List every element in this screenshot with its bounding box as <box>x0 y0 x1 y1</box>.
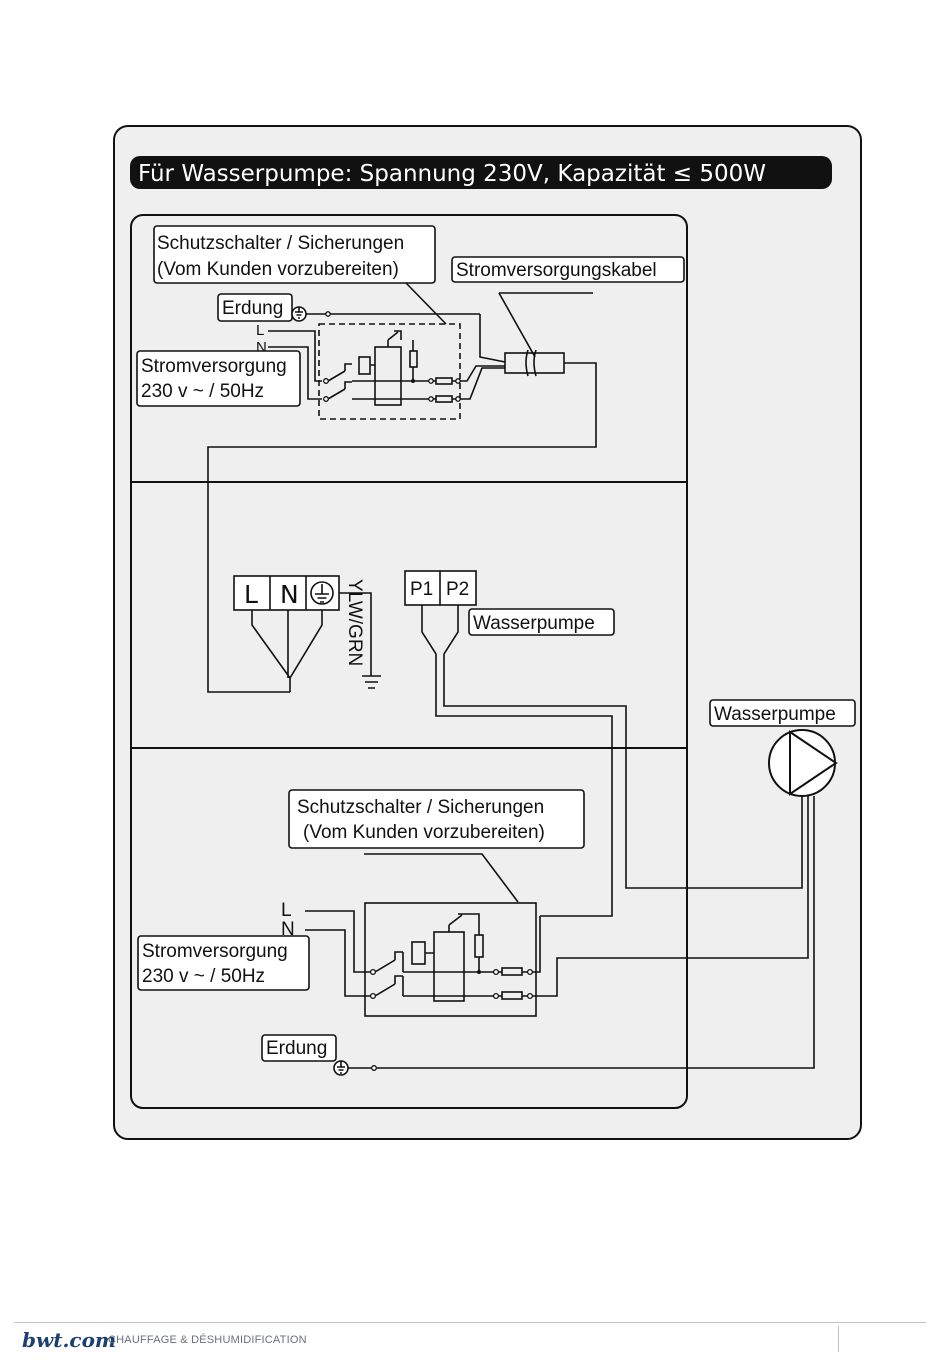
top-supply-line2: 230 v ~ / 50Hz <box>141 381 264 402</box>
bottom-l-label: L <box>281 900 292 921</box>
ground-wire-label: YLW/GRN <box>344 579 365 666</box>
cable-label: Stromversorgungskabel <box>456 260 657 281</box>
top-breaker-enclosure <box>318 323 461 420</box>
bottom-supply-line1: Stromversorgung <box>142 941 288 962</box>
top-breaker-box <box>153 225 436 284</box>
bottom-breaker-line1: Schutzschalter / Sicherungen <box>297 797 544 818</box>
bottom-ground-label-box <box>261 1034 337 1062</box>
top-l-label: L <box>256 322 264 339</box>
bottom-n-label: N <box>281 919 295 940</box>
right-pump-label: Wasserpumpe <box>714 704 836 725</box>
bottom-breaker-box <box>288 789 585 849</box>
bottom-breaker-line2: (Vom Kunden vorzubereiten) <box>303 822 545 843</box>
bottom-supply-line2: 230 v ~ / 50Hz <box>142 966 265 987</box>
top-breaker-line2: (Vom Kunden vorzubereiten) <box>157 259 399 280</box>
footer-tagline: CHAUFFAGE & DÉSHUMIDIFICATION <box>108 1334 307 1346</box>
cable-label-box <box>451 256 685 283</box>
middle-pump-label: Wasserpumpe <box>473 613 595 634</box>
terminal-p2-label: P2 <box>446 579 469 600</box>
footer-separator <box>838 1326 839 1352</box>
terminal-p1-label: P1 <box>410 579 433 600</box>
top-supply-box <box>136 350 301 407</box>
bwt-logo: bwt.com <box>22 1328 117 1352</box>
bottom-supply-box <box>137 935 310 991</box>
middle-pump-label-box <box>468 608 615 636</box>
inner-panel <box>130 214 688 1109</box>
top-breaker-line1: Schutzschalter / Sicherungen <box>157 233 404 254</box>
top-section: Schutzschalter / Sicherungen (Vom Kunden… <box>136 225 685 693</box>
top-n-label: N <box>256 339 267 356</box>
right-pump-label-box <box>709 699 856 727</box>
footer-rule <box>14 1322 926 1323</box>
page-footer: bwt.com CHAUFFAGE & DÉSHUMIDIFICATION <box>0 1318 950 1370</box>
top-supply-line1: Stromversorgung <box>141 356 287 377</box>
top-ground-label: Erdung <box>222 298 283 319</box>
terminal-l-label: L <box>244 580 258 609</box>
bottom-ground-label: Erdung <box>266 1038 327 1059</box>
bottom-section: Schutzschalter / Sicherungen (Vom Kunden… <box>137 789 585 1076</box>
terminal-n-label: N <box>280 580 299 609</box>
right-pump: Wasserpumpe <box>374 699 856 1069</box>
top-ground-label-box <box>217 293 293 322</box>
bottom-breaker-enclosure <box>364 902 537 1017</box>
title-banner <box>130 156 832 189</box>
diagram-title: Für Wasserpumpe: Spannung 230V, Kapazitä… <box>138 161 766 187</box>
middle-section: L N YLW/GRN P1 P2 Wasserpumpe <box>233 570 803 917</box>
